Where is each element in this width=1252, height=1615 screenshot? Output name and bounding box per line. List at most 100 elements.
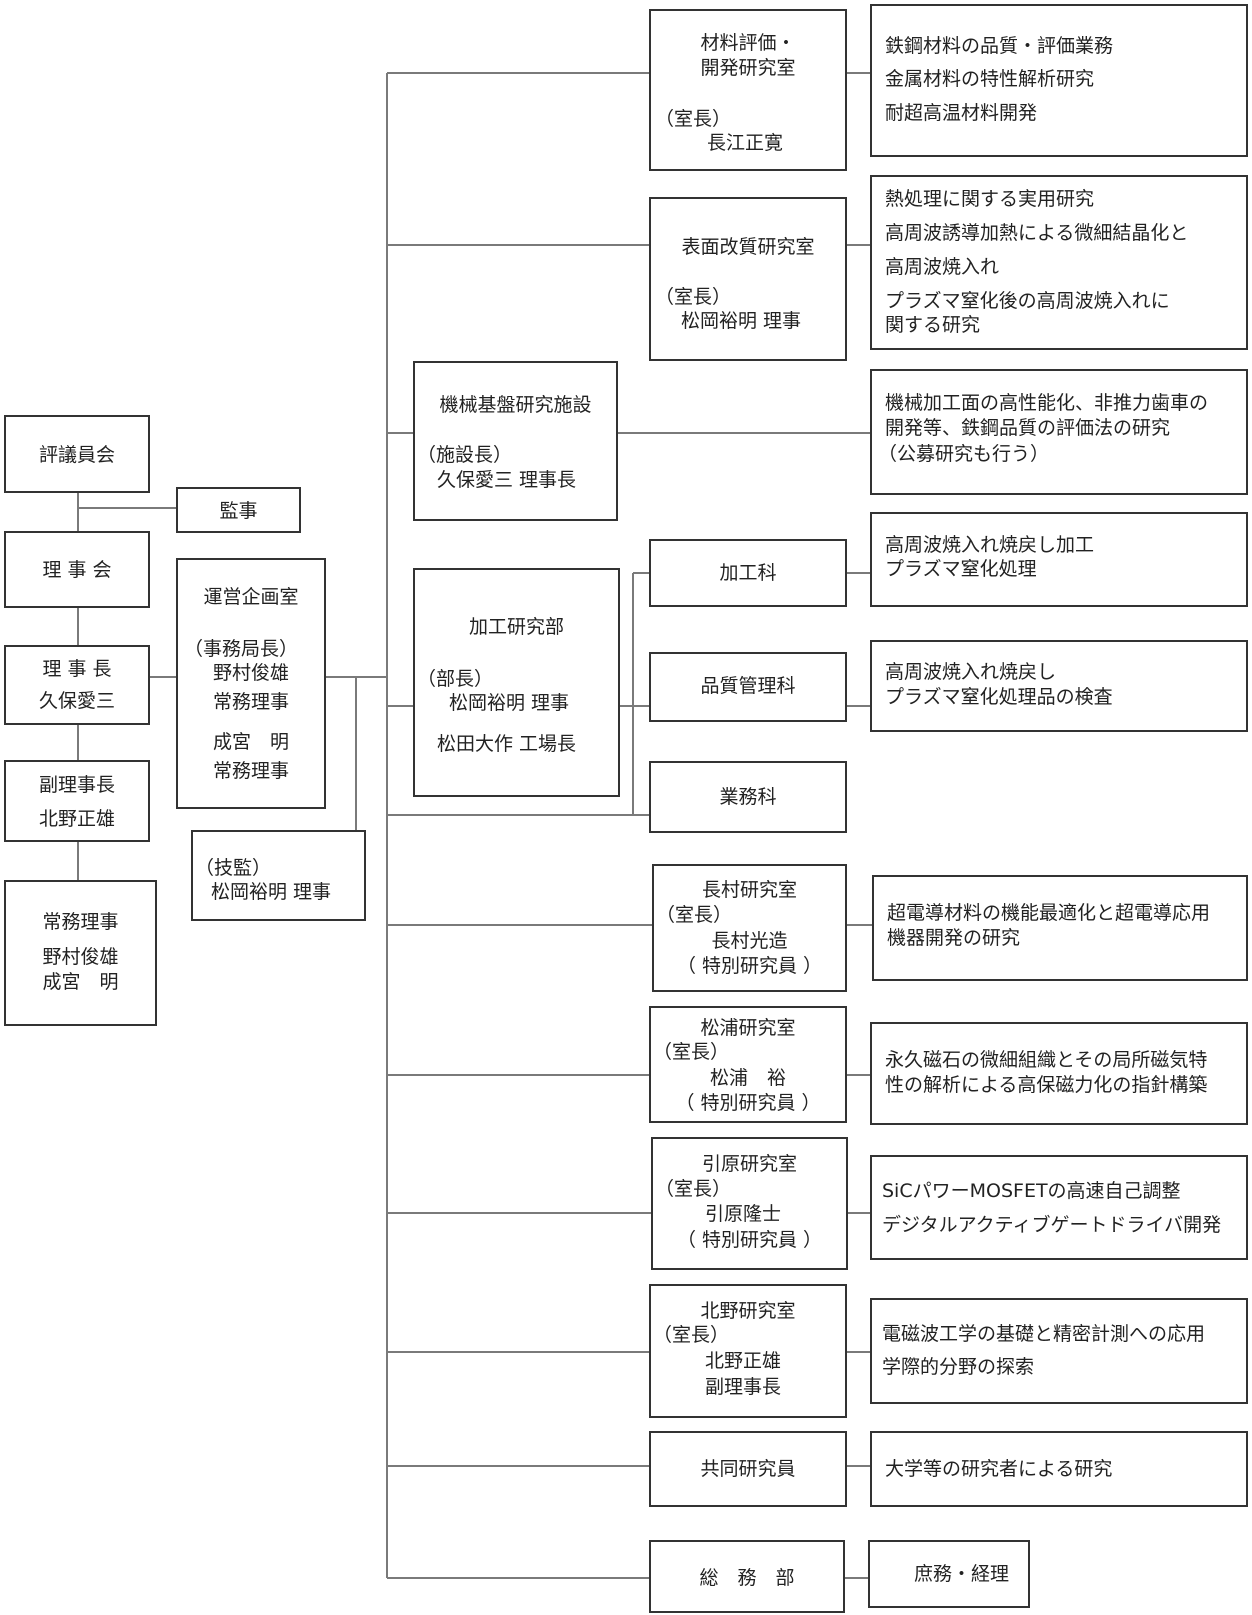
nagamura-box: 長村研究室 （室長） 長村光造 （ 特別研究員 ） xyxy=(652,864,847,992)
hyomen-desc-box: 熱処理に関する実用研究 高周波誘導加熱による微細結晶化と 高周波焼入れ プラズマ… xyxy=(870,175,1248,350)
zairyo-title1: 材料評価・ xyxy=(700,32,796,54)
somu-label: 総 務 部 xyxy=(699,1567,795,1589)
hyomen-desc-line: 熱処理に関する実用研究 xyxy=(885,188,1095,210)
kitano-desc-box: 電磁波工学の基礎と精密計測への応用 学際的分野の探索 xyxy=(870,1298,1248,1404)
matsuura-role: （室長） xyxy=(653,1041,730,1063)
unei-role2: 常務理事 xyxy=(212,760,289,782)
jomu-name1: 野村俊雄 xyxy=(42,946,119,968)
kyodo-label: 共同研究員 xyxy=(700,1458,796,1480)
kako-box: 加工研究部 （部長） 松岡裕明 理事 松田大作 工場長 xyxy=(413,568,620,797)
hinshitsu-desc-box: 高周波焼入れ焼戻し プラズマ窒化処理品の検査 xyxy=(870,640,1248,732)
somu-box: 総 務 部 xyxy=(649,1540,845,1613)
nagamura-role: （室長） xyxy=(656,904,733,926)
nagamura-name: 長村光造 xyxy=(711,930,788,952)
kikai-desc-line: 開発等、鉄鋼品質の評価法の研究 xyxy=(885,417,1171,439)
kakoka-desc-box: 高周波焼入れ焼戻し加工 プラズマ窒化処理 xyxy=(870,512,1248,607)
somu-desc-line: 庶務・経理 xyxy=(914,1563,1010,1585)
hyogiinkai-label: 評議員会 xyxy=(38,444,115,466)
hinshitsu-desc-line: 高周波焼入れ焼戻し xyxy=(885,661,1057,683)
kyodo-desc-line: 大学等の研究者による研究 xyxy=(885,1458,1113,1480)
kikai-desc-line: （公募研究も行う） xyxy=(878,443,1050,465)
zairyo-box: 材料評価・ 開発研究室 （室長） 長江正寛 xyxy=(649,9,847,171)
hyomen-desc-line: プラズマ窒化後の高周波焼入れに xyxy=(885,290,1170,312)
somu-desc-box: 庶務・経理 xyxy=(868,1540,1030,1608)
rijicho-name: 久保愛三 xyxy=(38,690,115,712)
unei-title: 運営企画室 xyxy=(203,586,299,608)
hyomen-desc-line: 高周波誘導加熱による微細結晶化と xyxy=(885,222,1189,244)
matsuura-desc-box: 永久磁石の微細組織とその局所磁気特 性の解析による高保磁力化の指針構築 xyxy=(870,1022,1248,1125)
hikihara-desc-box: SiCパワーMOSFETの高速自己調整 デジタルアクティブゲートドライバ開発 xyxy=(870,1155,1248,1260)
kanji-label: 監事 xyxy=(219,500,258,522)
hyogiinkai-box: 評議員会 xyxy=(4,415,150,493)
nagamura-title: 長村研究室 xyxy=(701,879,797,901)
matsuura-desc-line: 永久磁石の微細組織とその局所磁気特 xyxy=(885,1049,1208,1071)
hinshitsu-desc-line: プラズマ窒化処理品の検査 xyxy=(885,686,1113,708)
kitano-sub: 副理事長 xyxy=(704,1376,781,1398)
hikihara-name: 引原隆士 xyxy=(704,1203,781,1225)
kitano-desc-line: 電磁波工学の基礎と精密計測への応用 xyxy=(882,1323,1206,1345)
kako-name1: 松岡裕明 理事 xyxy=(449,692,570,714)
gyomu-label: 業務科 xyxy=(719,786,777,808)
fukurijicho-title: 副理事長 xyxy=(38,774,115,796)
kitano-desc-line: 学際的分野の探索 xyxy=(882,1356,1035,1378)
kakoka-desc-line: 高周波焼入れ焼戻し加工 xyxy=(885,534,1095,556)
kakoka-label: 加工科 xyxy=(719,562,777,584)
unei-box: 運営企画室 （事務局長） 野村俊雄 常務理事 成宮 明 常務理事 xyxy=(176,558,326,809)
matsuura-name: 松浦 裕 xyxy=(709,1067,786,1089)
zairyo-desc-box: 鉄鋼材料の品質・評価業務 金属材料の特性解析研究 耐超高温材料開発 xyxy=(870,4,1248,157)
kikai-desc-line: 機械加工面の高性能化、非推力歯車の xyxy=(885,392,1209,414)
gikan-role: （技監） xyxy=(195,857,272,879)
kitano-role: （室長） xyxy=(653,1324,730,1346)
fukurijicho-box: 副理事長 北野正雄 xyxy=(4,760,150,842)
hikihara-box: 引原研究室 （室長） 引原隆士 （ 特別研究員 ） xyxy=(651,1137,848,1270)
unei-role1: 常務理事 xyxy=(212,691,289,713)
hyomen-name: 松岡裕明 理事 xyxy=(681,310,802,332)
nagamura-desc-line: 機器開発の研究 xyxy=(887,927,1021,949)
zairyo-desc-line: 鉄鋼材料の品質・評価業務 xyxy=(885,35,1114,57)
nagamura-sub: （ 特別研究員 ） xyxy=(676,955,823,977)
unei-role: （事務局長） xyxy=(184,638,299,660)
rijikai-label: 理 事 会 xyxy=(42,559,112,581)
hikihara-title: 引原研究室 xyxy=(701,1153,797,1175)
kyodo-desc-box: 大学等の研究者による研究 xyxy=(870,1431,1248,1507)
matsuura-title: 松浦研究室 xyxy=(700,1017,796,1039)
kako-title: 加工研究部 xyxy=(468,616,564,638)
zairyo-desc-line: 金属材料の特性解析研究 xyxy=(885,68,1095,90)
kikai-role: （施設長） xyxy=(417,444,513,466)
gikan-box: （技監） 松岡裕明 理事 xyxy=(191,830,366,921)
rijicho-box: 理 事 長 久保愛三 xyxy=(4,645,150,725)
kakoka-box: 加工科 xyxy=(649,539,847,607)
rijicho-title: 理 事 長 xyxy=(42,658,112,680)
kako-name2: 松田大作 工場長 xyxy=(437,733,577,755)
fukurijicho-name: 北野正雄 xyxy=(38,808,115,830)
hikihara-desc-line: SiCパワーMOSFETの高速自己調整 xyxy=(882,1180,1181,1202)
zairyo-title2: 開発研究室 xyxy=(700,57,796,79)
hinshitsu-box: 品質管理科 xyxy=(649,652,847,722)
hyomen-role: （室長） xyxy=(655,286,732,308)
hyomen-box: 表面改質研究室 （室長） 松岡裕明 理事 xyxy=(649,197,847,361)
kitano-box: 北野研究室 （室長） 北野正雄 副理事長 xyxy=(649,1284,847,1418)
kyodo-box: 共同研究員 xyxy=(649,1431,847,1507)
kakoka-desc-line: プラズマ窒化処理 xyxy=(885,558,1037,580)
hikihara-desc-line: デジタルアクティブゲートドライバ開発 xyxy=(882,1214,1222,1236)
hyomen-title: 表面改質研究室 xyxy=(681,236,815,258)
hinshitsu-label: 品質管理科 xyxy=(700,675,796,697)
nagamura-desc-line: 超電導材料の機能最適化と超電導応用 xyxy=(887,902,1211,924)
kitano-title: 北野研究室 xyxy=(700,1300,796,1322)
kanji-box: 監事 xyxy=(176,487,301,533)
hikihara-role: （室長） xyxy=(655,1178,732,1200)
gikan-name: 松岡裕明 理事 xyxy=(211,881,332,903)
kikai-name: 久保愛三 理事長 xyxy=(437,469,577,491)
hikihara-sub: （ 特別研究員 ） xyxy=(676,1229,823,1251)
gyomu-box: 業務科 xyxy=(649,761,847,833)
unei-name1: 野村俊雄 xyxy=(212,662,289,684)
hyomen-desc-line: 高周波焼入れ xyxy=(885,256,1000,278)
nagamura-desc-box: 超電導材料の機能最適化と超電導応用 機器開発の研究 xyxy=(872,875,1248,981)
kako-role: （部長） xyxy=(417,668,494,690)
rijikai-box: 理 事 会 xyxy=(4,531,150,608)
matsuura-box: 松浦研究室 （室長） 松浦 裕 （ 特別研究員 ） xyxy=(649,1006,847,1123)
zairyo-name: 長江正寛 xyxy=(707,132,784,154)
kitano-name: 北野正雄 xyxy=(704,1350,781,1372)
hyomen-desc-line: 関する研究 xyxy=(885,314,981,336)
